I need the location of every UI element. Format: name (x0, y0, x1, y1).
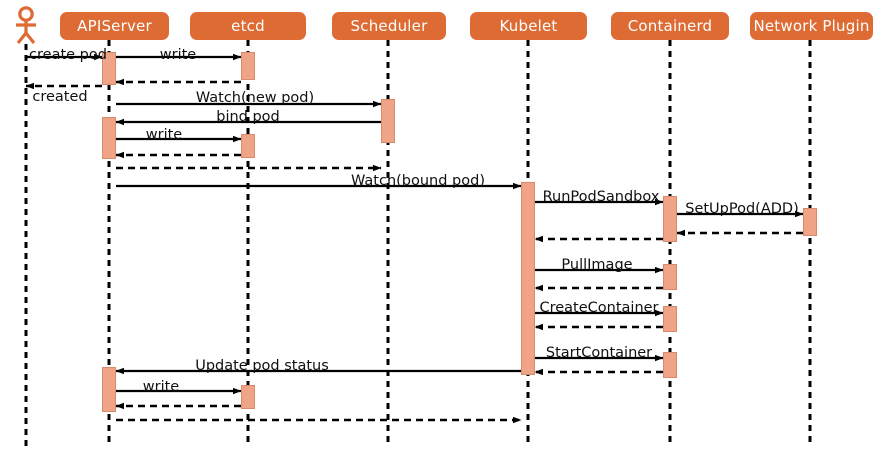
activation-bar-containerd (663, 196, 677, 242)
participant-box-netplugin[interactable]: Network Plugin (750, 12, 873, 40)
participant-box-scheduler[interactable]: Scheduler (332, 12, 446, 40)
participant-box-apiserver[interactable]: APIServer (60, 12, 169, 40)
message-label-4: created (32, 89, 88, 105)
activation-bar-scheduler (381, 99, 395, 143)
activation-bar-etcd (241, 52, 255, 80)
message-label-21: Update pod status (195, 358, 329, 374)
message-label-10: Watch(bound pod) (350, 173, 486, 189)
participant-box-kubelet[interactable]: Kubelet (470, 12, 587, 40)
message-label-17: CreateContainer (539, 300, 659, 316)
messages-group (25, 53, 804, 424)
message-label-11: RunPodSandbox (542, 189, 660, 205)
message-label-22: write (142, 379, 180, 395)
participant-box-etcd[interactable]: etcd (190, 12, 306, 40)
activation-bar-containerd (663, 352, 677, 378)
message-label-5: Watch(new pod) (195, 90, 315, 106)
activation-bar-containerd (663, 306, 677, 332)
activation-bar-apiserver (102, 117, 116, 159)
message-label-2: write (159, 47, 197, 63)
actor-figure (16, 6, 36, 44)
activation-bar-etcd (241, 134, 255, 158)
activation-bar-etcd (241, 385, 255, 409)
message-label-12: SetUpPod(ADD) (685, 201, 799, 217)
participant-box-containerd[interactable]: Containerd (611, 12, 729, 40)
message-label-15: PullImage (561, 257, 633, 273)
message-label-19: StartContainer (545, 345, 653, 361)
activation-bar-containerd (663, 264, 677, 290)
message-label-6: bind pod (216, 109, 280, 125)
activation-bar-netplugin (803, 208, 817, 236)
activation-bar-apiserver (102, 367, 116, 412)
message-label-1: create pod (29, 47, 107, 63)
activation-bar-kubelet (521, 182, 535, 375)
activation-bar-apiserver (102, 52, 116, 85)
message-label-7: write (145, 127, 183, 143)
